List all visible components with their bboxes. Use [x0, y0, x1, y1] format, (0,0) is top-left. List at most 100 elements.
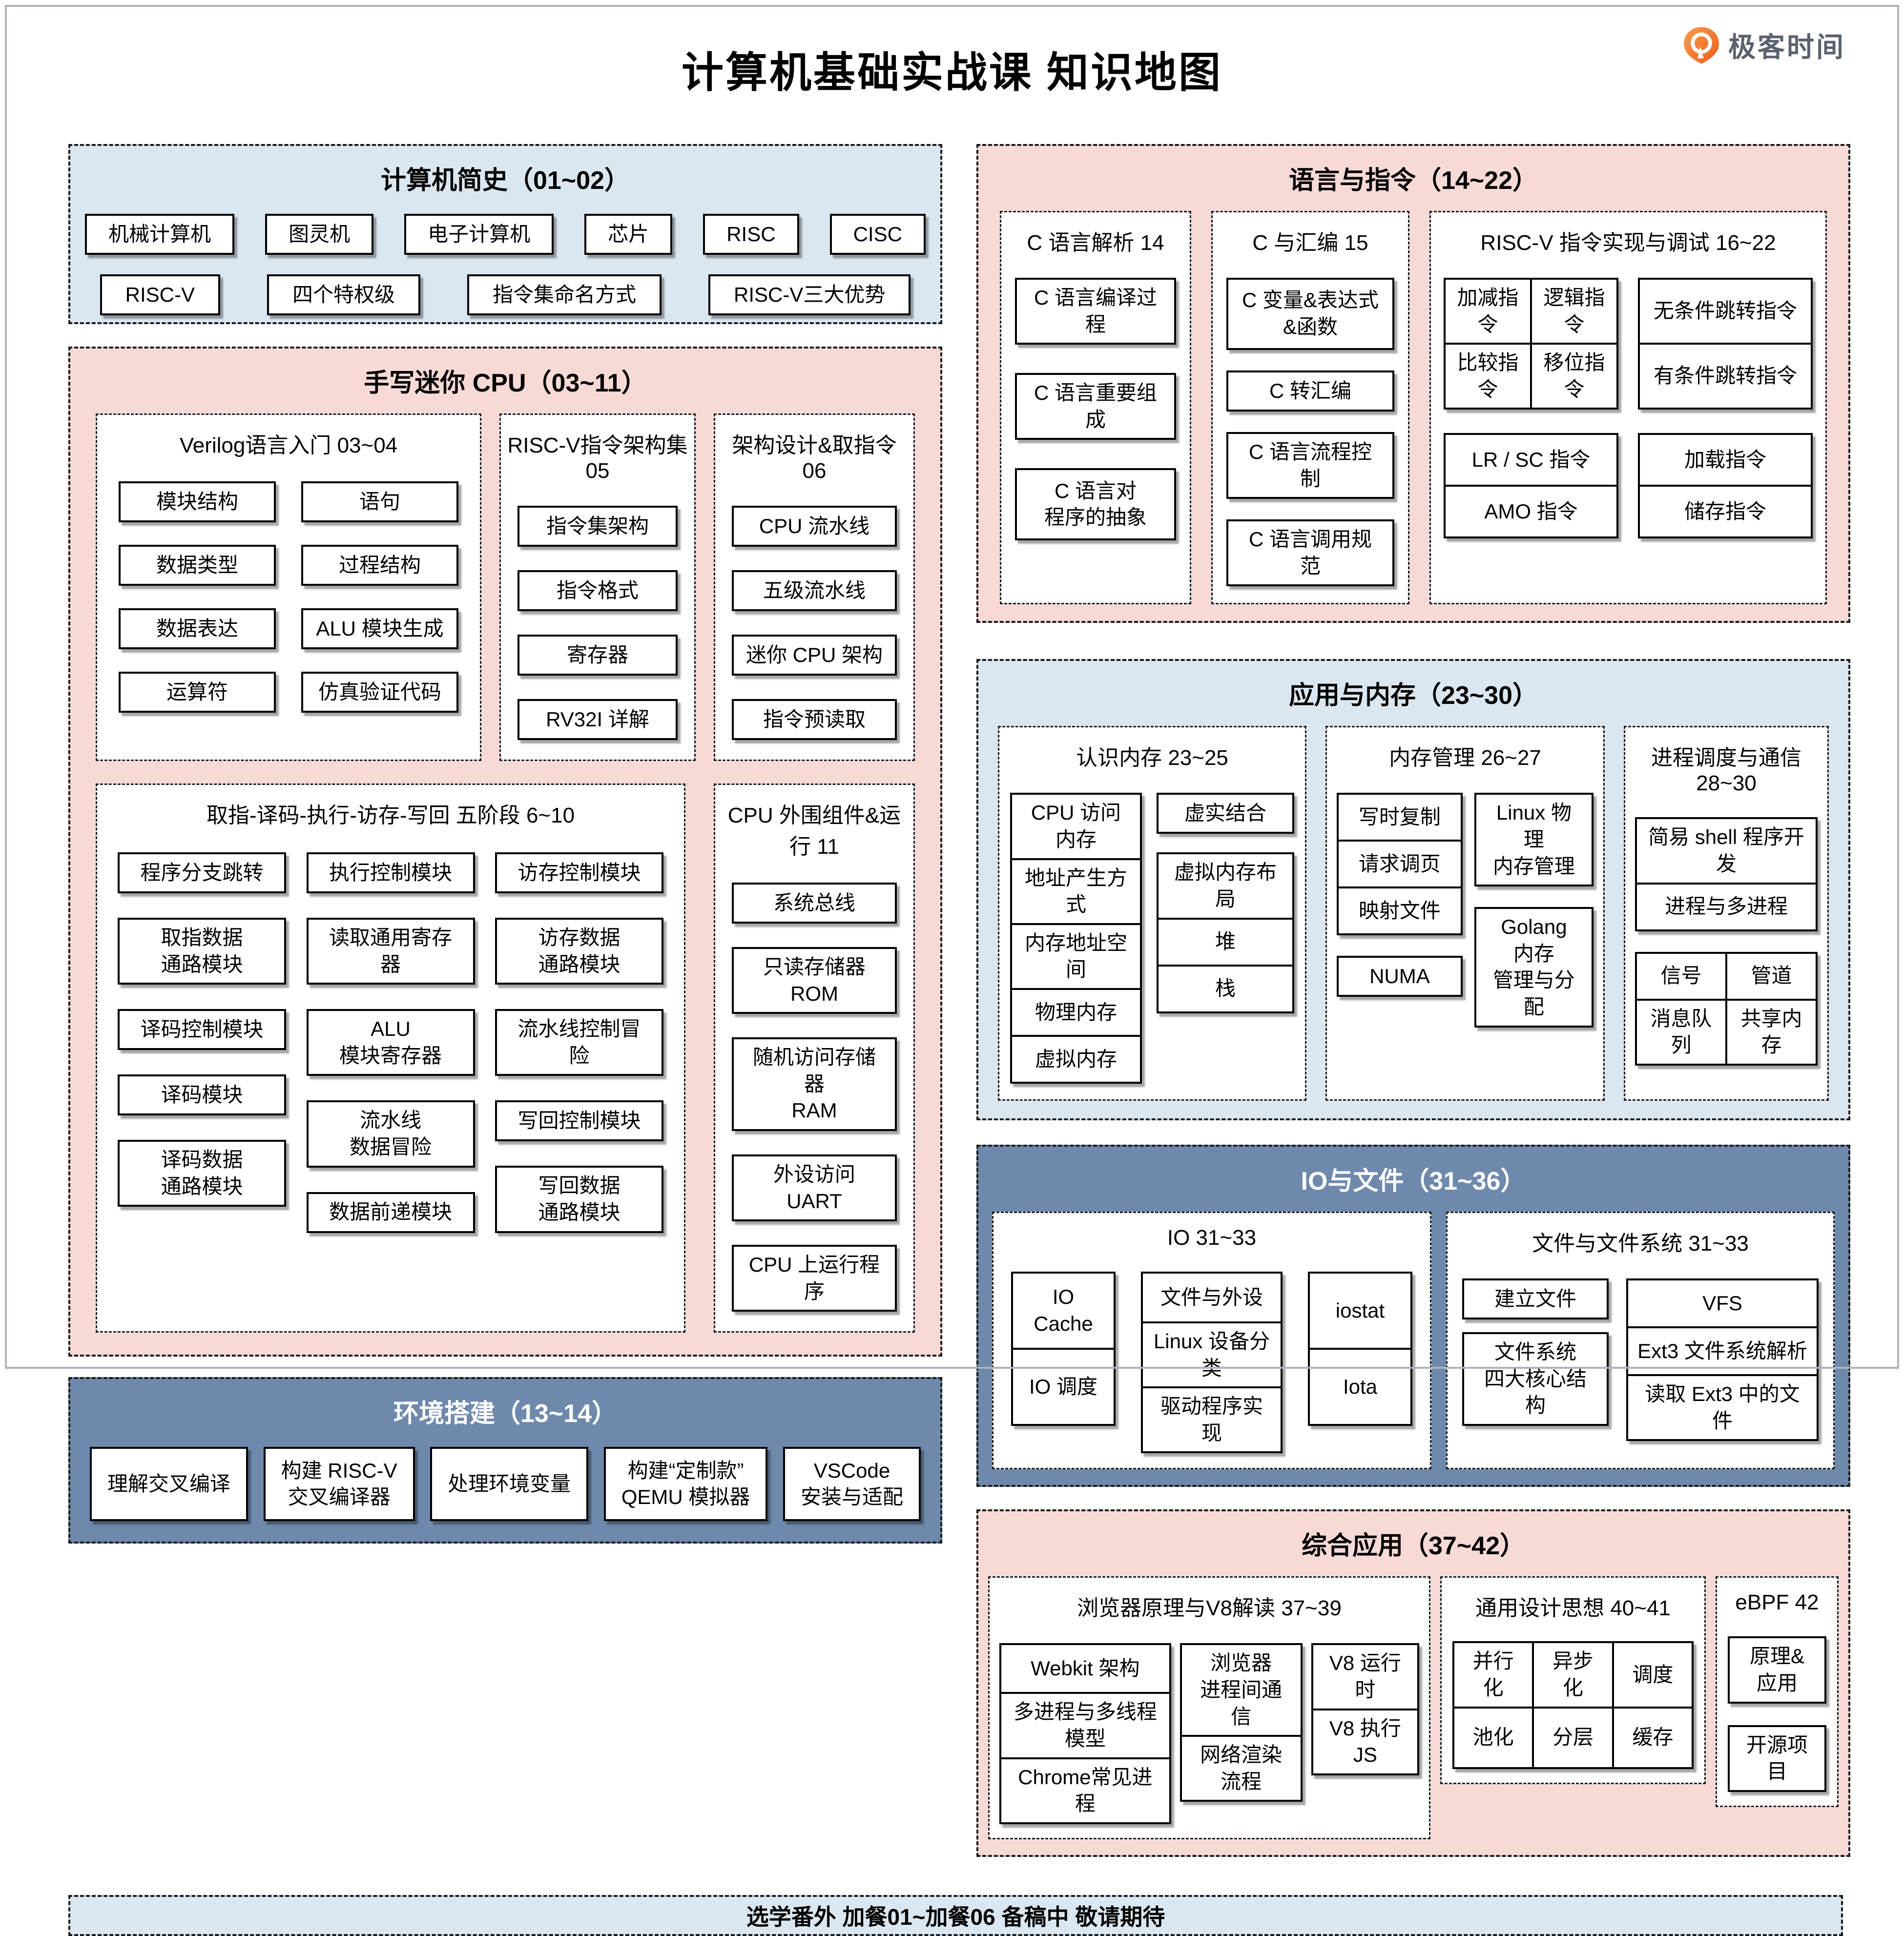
section-apps: 综合应用（37~42） 浏览器原理与V8解读 37~39 Webkit 架构 多…: [976, 1509, 1850, 1857]
subsection-know-memory: 认识内存 23~25 CPU 访问内存 地址产生方式 内存地址空间 物理内存 虚…: [998, 726, 1306, 1101]
vfs-stack: VFS Ext3 文件系统解析 读取 Ext3 中的文件: [1626, 1278, 1819, 1442]
subsection-ebpf: eBPF 42 原理&应用 开源项目: [1716, 1576, 1839, 1807]
topic-box: 运算符: [119, 672, 276, 713]
stages-col-1: 程序分支跳转 取指数据 通路模块 译码控制模块 译码模块 译码数据 通路模块: [118, 852, 286, 1233]
topic-box: CISC: [829, 214, 926, 255]
page-title: 计算机基础实战课 知识地图: [682, 49, 1222, 96]
subsection-title: IO 31~33: [1167, 1225, 1257, 1250]
topic-box: 进程与多进程: [1637, 884, 1816, 929]
arch-list: CPU 流水线 五级流水线 迷你 CPU 架构 指令预读取: [715, 503, 913, 760]
topic-box: 语句: [301, 481, 458, 522]
manage-stack: 写时复制 请求调页 映射文件: [1337, 793, 1463, 936]
topic-box: 无条件跳转指令: [1640, 280, 1811, 343]
topic-box: 地址产生方式: [1012, 860, 1140, 923]
page-header: 计算机基础实战课 知识地图 极客时间: [0, 0, 1904, 99]
topic-box: 建立文件: [1462, 1278, 1609, 1319]
isa-list: 指令集架构 指令格式 寄存器 RV32I 详解: [501, 503, 694, 760]
io-device-stack: 文件与外设 Linux 设备分类 驱动程序实现: [1141, 1271, 1283, 1454]
subsection-process: 进程调度与通信 28~30 简易 shell 程序开发 进程与多进程 信号 管道…: [1624, 726, 1829, 1101]
geektime-logo-icon: [1684, 27, 1719, 63]
topic-box: NUMA: [1337, 956, 1463, 997]
topic-box: C 语言流程控制: [1226, 432, 1394, 499]
subsection-title: RISC-V 指令实现与调试 16~22: [1480, 231, 1776, 255]
topic-box: 储存指令: [1640, 487, 1811, 537]
topic-box: 加载指令: [1640, 435, 1811, 485]
stages-columns: 程序分支跳转 取指数据 通路模块 译码控制模块 译码模块 译码数据 通路模块 执…: [97, 848, 684, 1255]
topic-box: 写回控制模块: [495, 1100, 663, 1142]
verilog-grid: 模块结构 语句 数据类型 过程结构 数据表达 ALU 模块生成 运算符 仿真验证…: [97, 478, 480, 733]
topic-box: 多进程与多线程模型: [1001, 1694, 1169, 1757]
topic-box: Webkit 架构: [1001, 1645, 1169, 1692]
topic-box: 四个特权级: [267, 274, 420, 315]
topic-box: IO 调度: [1013, 1349, 1114, 1424]
topic-box: 模块结构: [119, 481, 276, 522]
know-stack: CPU 访问内存 地址产生方式 内存地址空间 物理内存 虚拟内存: [1010, 793, 1142, 1084]
topic-box: 虚拟内存: [1012, 1036, 1140, 1082]
memory-row: 认识内存 23~25 CPU 访问内存 地址产生方式 内存地址空间 物理内存 虚…: [978, 726, 1848, 1118]
topic-box: RISC: [703, 214, 799, 255]
process-stack: 简易 shell 程序开发 进程与多进程: [1635, 817, 1818, 931]
subsection-c14: C 语言解析 14 C 语言编译过程 C 语言重要组成 C 语言对 程序的抽象: [1000, 211, 1191, 605]
topic-box: 数据表达: [119, 608, 276, 649]
cpu-row-1: Verilog语言入门 03~04 模块结构 语句 数据类型 过程结构 数据表达…: [96, 413, 915, 761]
topic-box: VSCode 安装与适配: [783, 1447, 921, 1522]
right-column: 语言与指令（14~22） C 语言解析 14 C 语言编译过程 C 语言重要组成…: [976, 144, 1850, 1857]
topic-box: 加减指令: [1446, 280, 1530, 343]
manage-columns: 写时复制 请求调页 映射文件 NUMA Linux 物理 内存管理 Golang…: [1327, 791, 1603, 1043]
topic-box: 指令格式: [517, 570, 678, 611]
topic-box: Linux 设备分类: [1143, 1323, 1281, 1387]
subsection-title: eBPF 42: [1735, 1590, 1819, 1615]
topic-box: 写时复制: [1339, 795, 1461, 840]
section-cpu: 手写迷你 CPU（03~11） Verilog语言入门 03~04 模块结构 语…: [68, 347, 942, 1357]
subsection-title: C 语言解析 14: [1027, 231, 1164, 255]
topic-box: 映射文件: [1339, 888, 1461, 934]
subsection-title: 通用设计思想 40~41: [1475, 1596, 1671, 1621]
subsection-isa: RISC-V指令架构集 05 指令集架构 指令格式 寄存器 RV32I 详解: [499, 413, 696, 761]
topic-box: 异步化: [1534, 1643, 1612, 1707]
topic-box: 原理&应用: [1728, 1636, 1826, 1704]
know-right-column: 虚实结合 虚拟内存布局 堆 栈: [1157, 793, 1294, 1084]
topic-box: 访存控制模块: [495, 852, 663, 893]
subsection-title: 进程调度与通信 28~30: [1651, 746, 1801, 796]
subsection-title: 文件与文件系统 31~33: [1532, 1231, 1749, 1256]
topic-box: 访存数据 通路模块: [495, 918, 663, 985]
section-history-title: 计算机简史（01~02）: [380, 166, 630, 195]
subsection-filesystem: 文件与文件系统 31~33 建立文件 文件系统 四大核心结构 VFS Ext3 …: [1446, 1211, 1835, 1470]
left-column: 计算机简史（01~02） 机械计算机 图灵机 电子计算机 芯片 RISC CIS…: [68, 144, 942, 1544]
topic-box: 内存地址空间: [1012, 925, 1140, 988]
fs-left-column: 建立文件 文件系统 四大核心结构: [1462, 1278, 1609, 1426]
topic-box: 流水线控制冒险: [495, 1009, 663, 1076]
topic-box: ALU 模块生成: [301, 608, 458, 649]
topic-box: 指令预读取: [732, 699, 897, 740]
topic-box: 系统总线: [732, 883, 897, 924]
topic-box: RISC-V三大优势: [708, 274, 911, 315]
topic-box: 请求调页: [1339, 842, 1461, 887]
history-row-1: 机械计算机 图灵机 电子计算机 芯片 RISC CISC: [70, 211, 940, 255]
footer-banner: 选学番外 加餐01~加餐06 备稿中 敬请期待: [68, 1895, 1843, 1936]
topic-box: ALU 模块寄存器: [306, 1009, 475, 1076]
io-row: IO 31~33 IO Cache IO 调度 文件与外设 Linux 设备分类…: [978, 1211, 1848, 1485]
topic-box: 五级流水线: [732, 570, 897, 611]
subsection-title: Verilog语言入门 03~04: [179, 433, 398, 457]
topic-box: 图灵机: [265, 214, 374, 255]
topic-box: 外设访问 UART: [732, 1154, 897, 1222]
topic-box: 网络渲染流程: [1181, 1737, 1301, 1800]
section-lang-title: 语言与指令（14~22）: [1288, 166, 1538, 195]
topic-box: 流水线 数据冒险: [306, 1100, 475, 1168]
topic-box: C 语言重要组成: [1015, 373, 1176, 440]
topic-box: 文件系统 四大核心结构: [1462, 1332, 1609, 1426]
topic-box: 简易 shell 程序开发: [1637, 819, 1816, 883]
subsection-verilog: Verilog语言入门 03~04 模块结构 语句 数据类型 过程结构 数据表达…: [96, 413, 481, 761]
io-columns: IO Cache IO 调度 文件与外设 Linux 设备分类 驱动程序实现 i…: [993, 1270, 1430, 1468]
topic-box: 取指数据 通路模块: [118, 918, 286, 985]
topic-box: 执行控制模块: [306, 852, 475, 893]
topic-box: IO Cache: [1013, 1273, 1114, 1348]
topic-box: 读取通用寄存器: [306, 918, 475, 985]
topic-box: C 语言对 程序的抽象: [1015, 468, 1176, 541]
section-env-title: 环境搭建（13~14）: [393, 1400, 618, 1428]
topic-box: 寄存器: [517, 635, 678, 676]
ebpf-list: 原理&应用 开源项目: [1717, 1634, 1837, 1805]
design-grid: 并行化 异步化 调度 池化 分层 缓存: [1452, 1641, 1694, 1769]
io-tools-stack: iostat Iota: [1308, 1271, 1412, 1426]
topic-box: Iota: [1310, 1349, 1410, 1424]
